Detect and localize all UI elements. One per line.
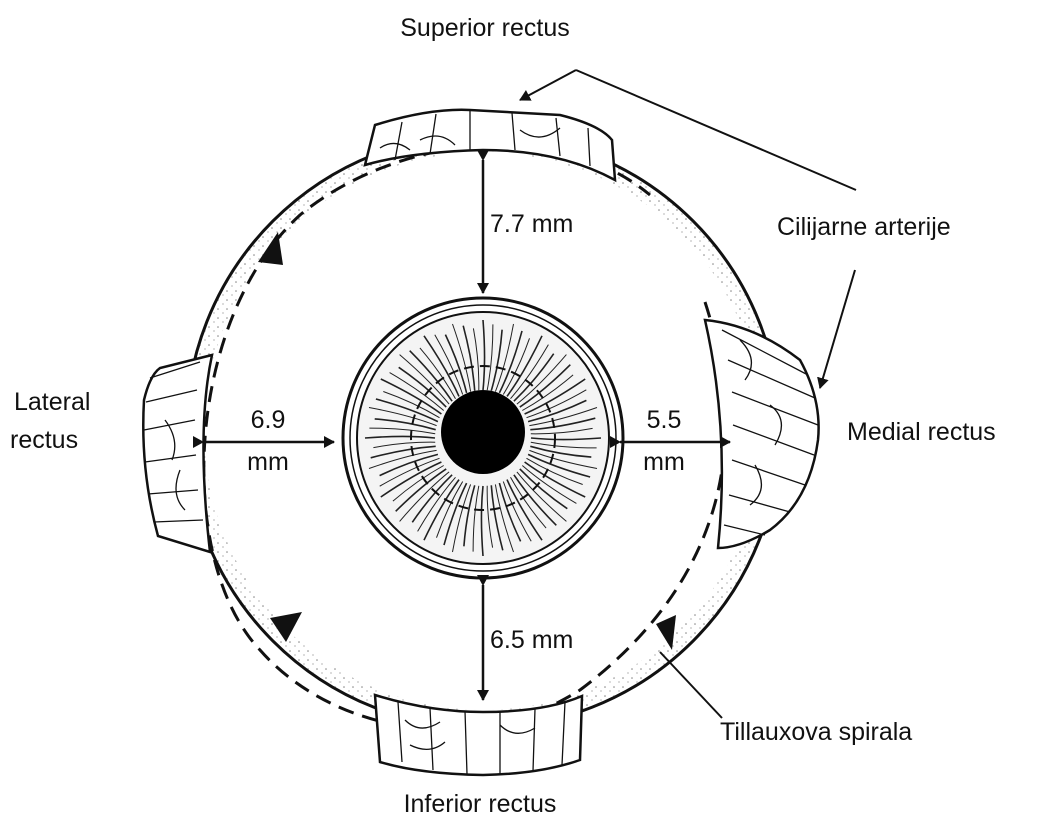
superior-rectus-label: Superior rectus bbox=[400, 14, 570, 42]
ciliary-leader-2 bbox=[820, 270, 855, 388]
pupil bbox=[441, 390, 525, 474]
medial-distance-unit: mm bbox=[643, 448, 685, 476]
lateral-distance-value: 6.9 bbox=[251, 406, 286, 434]
inferior-distance-value: 6.5 mm bbox=[490, 626, 573, 654]
tillaux-leader bbox=[660, 652, 722, 718]
ciliary-leader-1-arrow bbox=[520, 70, 576, 100]
lateral-rectus-muscle bbox=[143, 355, 212, 552]
medial-distance-value: 5.5 bbox=[647, 406, 682, 434]
ciliary-arteries-label: Cilijarne arterije bbox=[777, 213, 951, 241]
superior-distance-value: 7.7 mm bbox=[490, 210, 573, 238]
lateral-rectus-label-line2: rectus bbox=[10, 426, 78, 454]
inferior-rectus-label: Inferior rectus bbox=[404, 790, 557, 818]
lateral-rectus-label-line1: Lateral bbox=[14, 388, 90, 416]
spiral-of-tillaux-label: Tillauxova spirala bbox=[720, 718, 912, 746]
medial-rectus-label: Medial rectus bbox=[847, 418, 996, 446]
medial-rectus-muscle bbox=[705, 320, 819, 548]
lateral-distance-unit: mm bbox=[247, 448, 289, 476]
